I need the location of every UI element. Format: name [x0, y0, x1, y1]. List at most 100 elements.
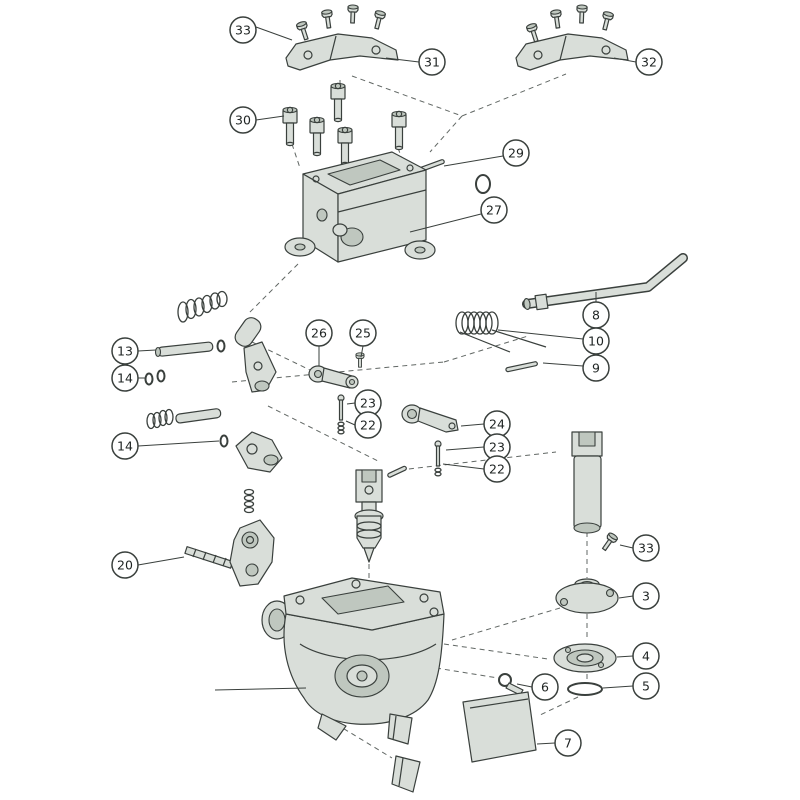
flange-3: [555, 578, 619, 614]
callout-circle: [554, 729, 582, 757]
callout-number: 9: [592, 361, 600, 376]
callout-number: 5: [642, 679, 650, 694]
callout-33-right[interactable]: 33: [632, 534, 660, 562]
callout-number: 3: [642, 589, 650, 604]
callout-number: 23: [489, 440, 505, 455]
callout-number: 27: [486, 203, 502, 218]
mounting-bracket-left: [285, 33, 399, 71]
callout-circle: [349, 319, 377, 347]
callout-circle: [632, 642, 660, 670]
callout-32[interactable]: 32: [635, 48, 663, 76]
control-rod: [522, 253, 688, 311]
callout-5[interactable]: 5: [632, 672, 660, 700]
pivot-lever: [234, 317, 277, 393]
callout-8[interactable]: 8: [582, 301, 610, 329]
callout-circle: [111, 551, 139, 579]
callout-circle: [531, 673, 559, 701]
callout-circle: [418, 48, 446, 76]
conical-spring: [177, 290, 228, 323]
callout-7[interactable]: 7: [554, 729, 582, 757]
callout-number: 31: [424, 55, 440, 70]
callout-circle: [632, 672, 660, 700]
assembly-axis-lines: [231, 73, 588, 759]
callout-number: 6: [541, 680, 549, 695]
callout-14-upper[interactable]: 14: [111, 364, 139, 392]
mounting-bracket-right: [515, 33, 629, 71]
callout-31[interactable]: 31: [418, 48, 446, 76]
washers-14-upper: [144, 369, 166, 386]
callout-number: 22: [360, 418, 376, 433]
callout-circle: [480, 196, 508, 224]
callout-number: 14: [117, 371, 133, 386]
callout-circle: [635, 48, 663, 76]
needle-valve-right: [434, 440, 442, 477]
callout-circle: [305, 319, 333, 347]
shaft-13: [154, 339, 226, 358]
callout-33-top[interactable]: 33: [229, 16, 257, 44]
callout-number: 24: [489, 417, 505, 432]
tiny-spring: [243, 488, 255, 514]
callout-number: 25: [355, 326, 371, 341]
callout-13[interactable]: 13: [111, 337, 139, 365]
callout-number: 33: [638, 541, 654, 556]
callout-circle: [229, 106, 257, 134]
callout-number: 14: [117, 439, 133, 454]
callout-circle: [111, 432, 139, 460]
callout-number: 20: [117, 558, 133, 573]
callout-number: 10: [588, 334, 604, 349]
callout-number: 7: [564, 736, 572, 751]
bottom-plate-a: [387, 713, 413, 745]
callout-9[interactable]: 9: [582, 354, 610, 382]
callout-24[interactable]: 24: [483, 410, 511, 438]
callout-number: 26: [311, 326, 327, 341]
small-pin-9: [504, 360, 539, 373]
callout-number: 33: [235, 23, 251, 38]
callout-number: 4: [642, 649, 650, 664]
callout-circle: [111, 364, 139, 392]
link-arm-26: [308, 365, 359, 389]
callout-circle: [354, 411, 382, 439]
callout-number: 30: [235, 113, 251, 128]
o-ring-5: [567, 682, 603, 696]
callout-circle: [502, 139, 530, 167]
callout-circle: [632, 582, 660, 610]
torsion-spring: [455, 311, 547, 353]
callout-number: 13: [117, 344, 133, 359]
callout-3[interactable]: 3: [632, 582, 660, 610]
callout-29[interactable]: 29: [502, 139, 530, 167]
callout-25[interactable]: 25: [349, 319, 377, 347]
callout-number: 32: [641, 55, 657, 70]
callout-circle: [582, 354, 610, 382]
valve-spool: [354, 465, 407, 563]
callout-20[interactable]: 20: [111, 551, 139, 579]
callout-6[interactable]: 6: [531, 673, 559, 701]
screw-33-right: [599, 531, 619, 553]
callout-30[interactable]: 30: [229, 106, 257, 134]
callout-number: 8: [592, 308, 600, 323]
callout-circle: [582, 327, 610, 355]
callout-27[interactable]: 27: [480, 196, 508, 224]
callout-number: 22: [489, 462, 505, 477]
callout-circle: [483, 455, 511, 483]
callout-14-lower[interactable]: 14: [111, 432, 139, 460]
callout-leader-lines: [137, 26, 637, 745]
lever-24: [401, 404, 459, 433]
callout-number: 29: [508, 146, 524, 161]
callout-26[interactable]: 26: [305, 319, 333, 347]
o-ring-upper: [475, 174, 491, 194]
needle-valve-left: [337, 394, 345, 435]
cam-disc-4: [553, 643, 617, 673]
callout-22-right[interactable]: 22: [483, 455, 511, 483]
callout-22-left[interactable]: 22: [354, 411, 382, 439]
callout-4[interactable]: 4: [632, 642, 660, 670]
washer-14-lower: [219, 434, 229, 448]
lower-spring-shaft: [146, 408, 222, 430]
roller-lever: [235, 431, 283, 473]
callout-10[interactable]: 10: [582, 327, 610, 355]
callout-23-right[interactable]: 23: [483, 433, 511, 461]
bottom-plate-b: [391, 755, 421, 793]
screw-25: [355, 352, 365, 368]
callout-circle: [229, 16, 257, 44]
